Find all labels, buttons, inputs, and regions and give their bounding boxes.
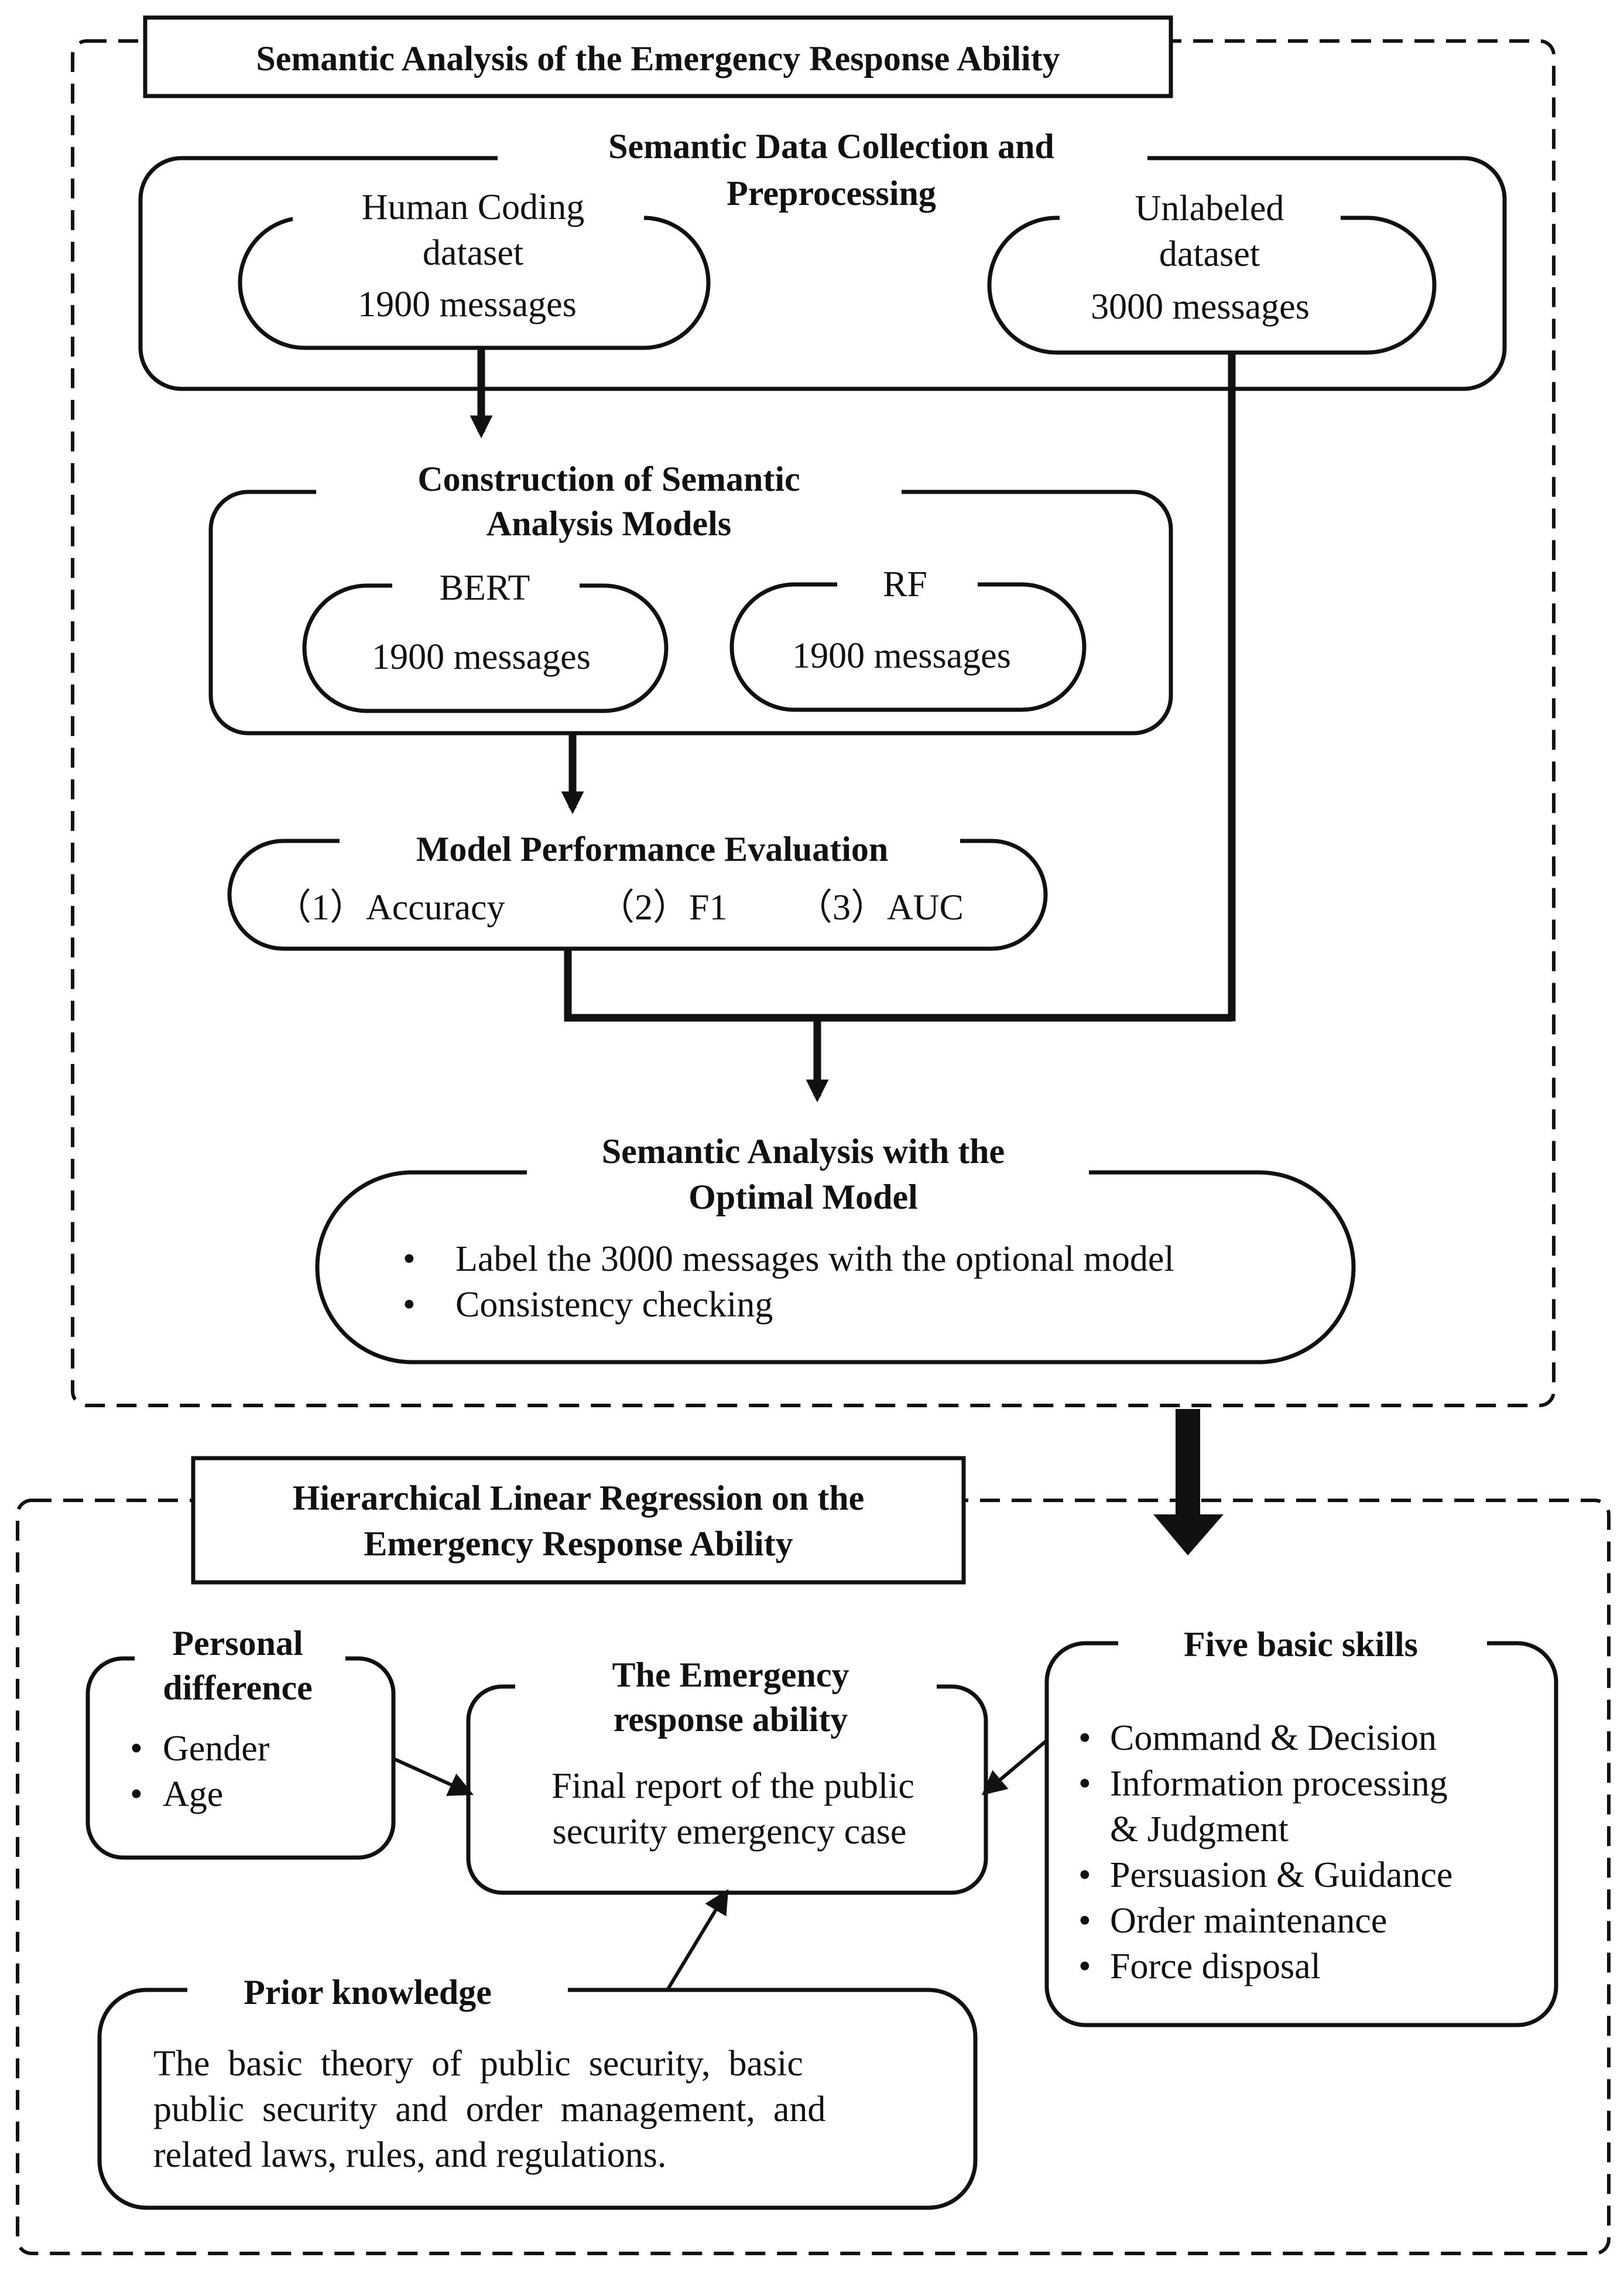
bert-heading: BERT — [440, 568, 530, 608]
ability-body-line1: Final report of the public — [551, 1766, 914, 1806]
prior-knowledge-box: Prior knowledge The basic theory of publ… — [97, 1970, 978, 2210]
data-collection-box: Semantic Data Collection and Preprocessi… — [138, 127, 1507, 391]
skills-item-1: Command & Decision — [1110, 1718, 1437, 1758]
models-heading-line1: Construction of Semantic — [417, 460, 800, 498]
metric-f1: （2）F1 — [598, 888, 727, 928]
bert-model-box: BERT 1900 messages — [302, 568, 669, 713]
skills-bullet-mark-4: • — [1078, 1901, 1091, 1941]
skills-bullet-mark-2: • — [1078, 1764, 1091, 1804]
data-collection-heading-line1: Semantic Data Collection and — [608, 127, 1054, 166]
ability-heading-line2: response ability — [614, 1700, 848, 1739]
human-coding-count: 1900 messages — [358, 285, 577, 324]
skills-bullet-mark-1: • — [1078, 1718, 1091, 1758]
skills-bullet-mark-5: • — [1078, 1947, 1091, 1986]
skills-item-5: Force disposal — [1110, 1947, 1321, 1986]
optimal-bullet-2: Consistency checking — [455, 1285, 773, 1325]
skills-item-4: Order maintenance — [1110, 1901, 1387, 1941]
unlabeled-heading-line2: dataset — [1159, 234, 1260, 274]
unlabeled-count: 3000 messages — [1091, 287, 1310, 327]
arrow-skills-to-ability — [981, 1739, 1048, 1795]
semantic-section-title-box — [143, 15, 1173, 98]
semantic-section-title: Semantic Analysis of the Emergency Respo… — [256, 39, 1060, 78]
personal-heading-line2: difference — [163, 1668, 312, 1707]
data-collection-heading-line2: Preprocessing — [727, 174, 936, 213]
optimal-heading-line1: Semantic Analysis with the — [602, 1132, 1005, 1171]
regression-section: Hierarchical Linear Regression on the Em… — [16, 1456, 1611, 2255]
models-heading-line2: Analysis Models — [486, 504, 731, 543]
optimal-bullet-mark-2: • — [403, 1285, 416, 1325]
prior-body-line3: related laws, rules, and regulations. — [153, 2135, 666, 2175]
personal-bullet-mark-1: • — [130, 1729, 143, 1769]
optimal-heading-line2: Optimal Model — [688, 1178, 918, 1216]
personal-heading-line1: Personal — [172, 1624, 303, 1663]
regression-section-title-box — [191, 1456, 966, 1585]
prior-body-line2: public security and order management, an… — [153, 2089, 825, 2129]
regression-section-border — [16, 1499, 1611, 2255]
optimal-bullet-1: Label the 3000 messages with the optiona… — [455, 1239, 1174, 1279]
skills-heading: Five basic skills — [1184, 1625, 1418, 1664]
metric-auc: （3）AUC — [796, 888, 964, 928]
unlabeled-heading-line1: Unlabeled — [1135, 189, 1284, 228]
semantic-analysis-section: Semantic Analysis of the Emergency Respo… — [71, 15, 1556, 1407]
personal-item-gender: Gender — [163, 1729, 270, 1769]
personal-bullet-mark-2: • — [130, 1774, 143, 1814]
human-coding-dataset-box: Human Coding dataset 1900 messages — [238, 187, 711, 350]
evaluation-box: Model Performance Evaluation （1）Accuracy… — [227, 822, 1048, 951]
optimal-bullet-mark-1: • — [403, 1239, 416, 1279]
arrow-section-transition — [1153, 1409, 1224, 1555]
prior-heading: Prior knowledge — [244, 1973, 492, 2012]
skills-item-2: Information processing — [1110, 1764, 1448, 1804]
ability-heading-line1: The Emergency — [612, 1656, 849, 1694]
ability-body-line2: security emergency case — [553, 1812, 907, 1852]
skills-bullet-mark-3: • — [1078, 1855, 1091, 1895]
regression-title-line2: Emergency Response Ability — [364, 1524, 793, 1563]
human-coding-heading-line1: Human Coding — [362, 187, 585, 227]
emergency-ability-box: The Emergency response ability Final rep… — [466, 1656, 988, 1895]
five-skills-box: Five basic skills • Command & Decision •… — [1044, 1623, 1558, 2027]
personal-item-age: Age — [163, 1774, 223, 1814]
evaluation-heading: Model Performance Evaluation — [416, 830, 889, 868]
unlabeled-dataset-box: Unlabeled dataset 3000 messages — [987, 189, 1437, 355]
models-box: Construction of Semantic Analysis Models… — [208, 460, 1173, 736]
personal-difference-box: Personal difference • Gender • Age — [85, 1624, 396, 1860]
rf-heading: RF — [883, 565, 927, 604]
metric-accuracy: （1）Accuracy — [275, 888, 505, 928]
arrow-prior-to-ability — [666, 1889, 729, 1991]
skills-item-3: Persuasion & Guidance — [1110, 1855, 1452, 1895]
prior-body-line1: The basic theory of public security, bas… — [153, 2044, 803, 2084]
bert-count: 1900 messages — [372, 637, 591, 677]
skills-item-2-cont: & Judgment — [1110, 1810, 1289, 1849]
arrow-personal-to-ability — [393, 1757, 474, 1796]
rf-model-box: RF 1900 messages — [729, 565, 1087, 712]
rf-count: 1900 messages — [792, 636, 1011, 676]
semantic-section-border — [71, 39, 1556, 1407]
optimal-model-box: Semantic Analysis with the Optimal Model… — [315, 1132, 1356, 1364]
human-coding-heading-line2: dataset — [423, 233, 523, 273]
connector-evaluation-merge — [564, 949, 1232, 1022]
regression-title-line1: Hierarchical Linear Regression on the — [293, 1479, 865, 1517]
